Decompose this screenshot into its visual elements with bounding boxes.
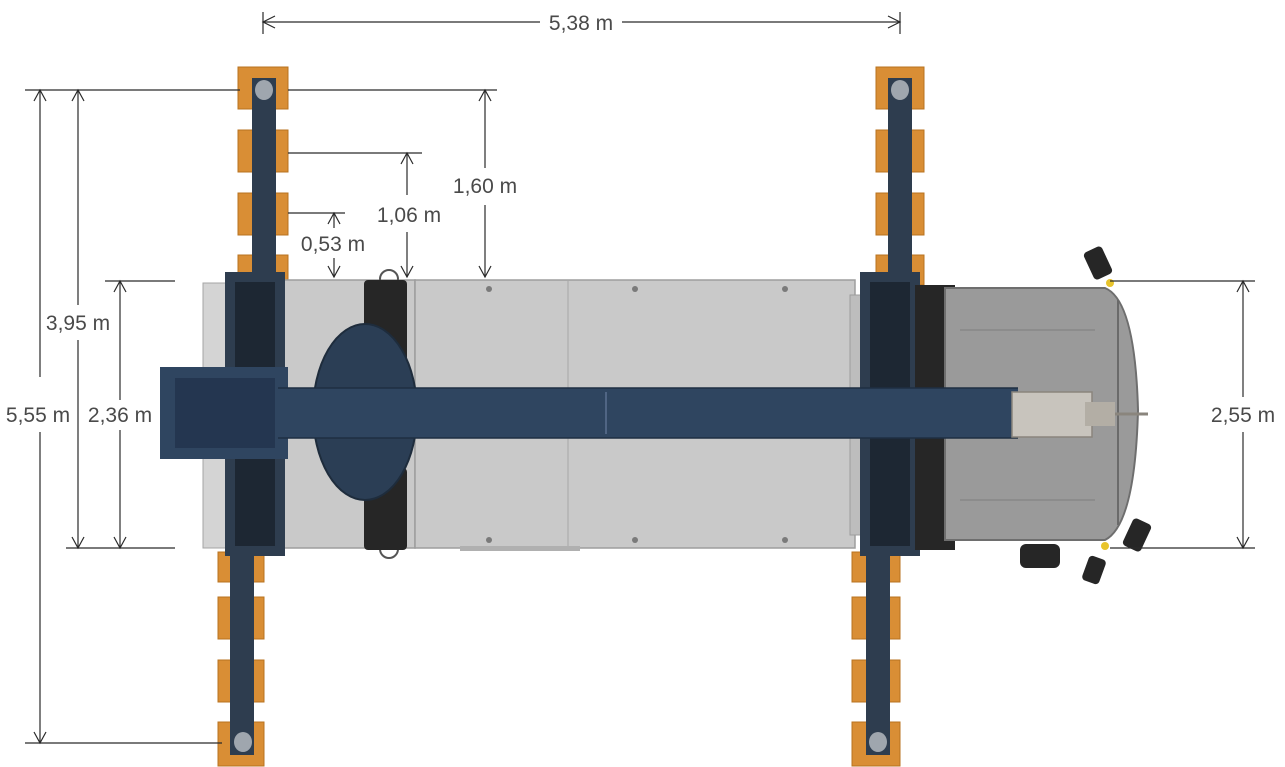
outrigger-extension-full-label: 1,60 m	[453, 175, 517, 198]
support-width-small-label: 2,36 m	[88, 404, 152, 427]
dimension-lines	[25, 12, 1255, 745]
vehicle-width-label: 2,55 m	[1211, 404, 1275, 427]
outrigger-spacing-label: 5,38 m	[549, 12, 613, 35]
support-width-mid-label: 3,95 m	[46, 312, 110, 335]
outrigger-extension-mid-label: 1,06 m	[377, 204, 441, 227]
support-width-large-label: 5,55 m	[6, 404, 70, 427]
outrigger-extension-min-label: 0,53 m	[301, 233, 365, 256]
crane-boom	[160, 367, 1148, 459]
